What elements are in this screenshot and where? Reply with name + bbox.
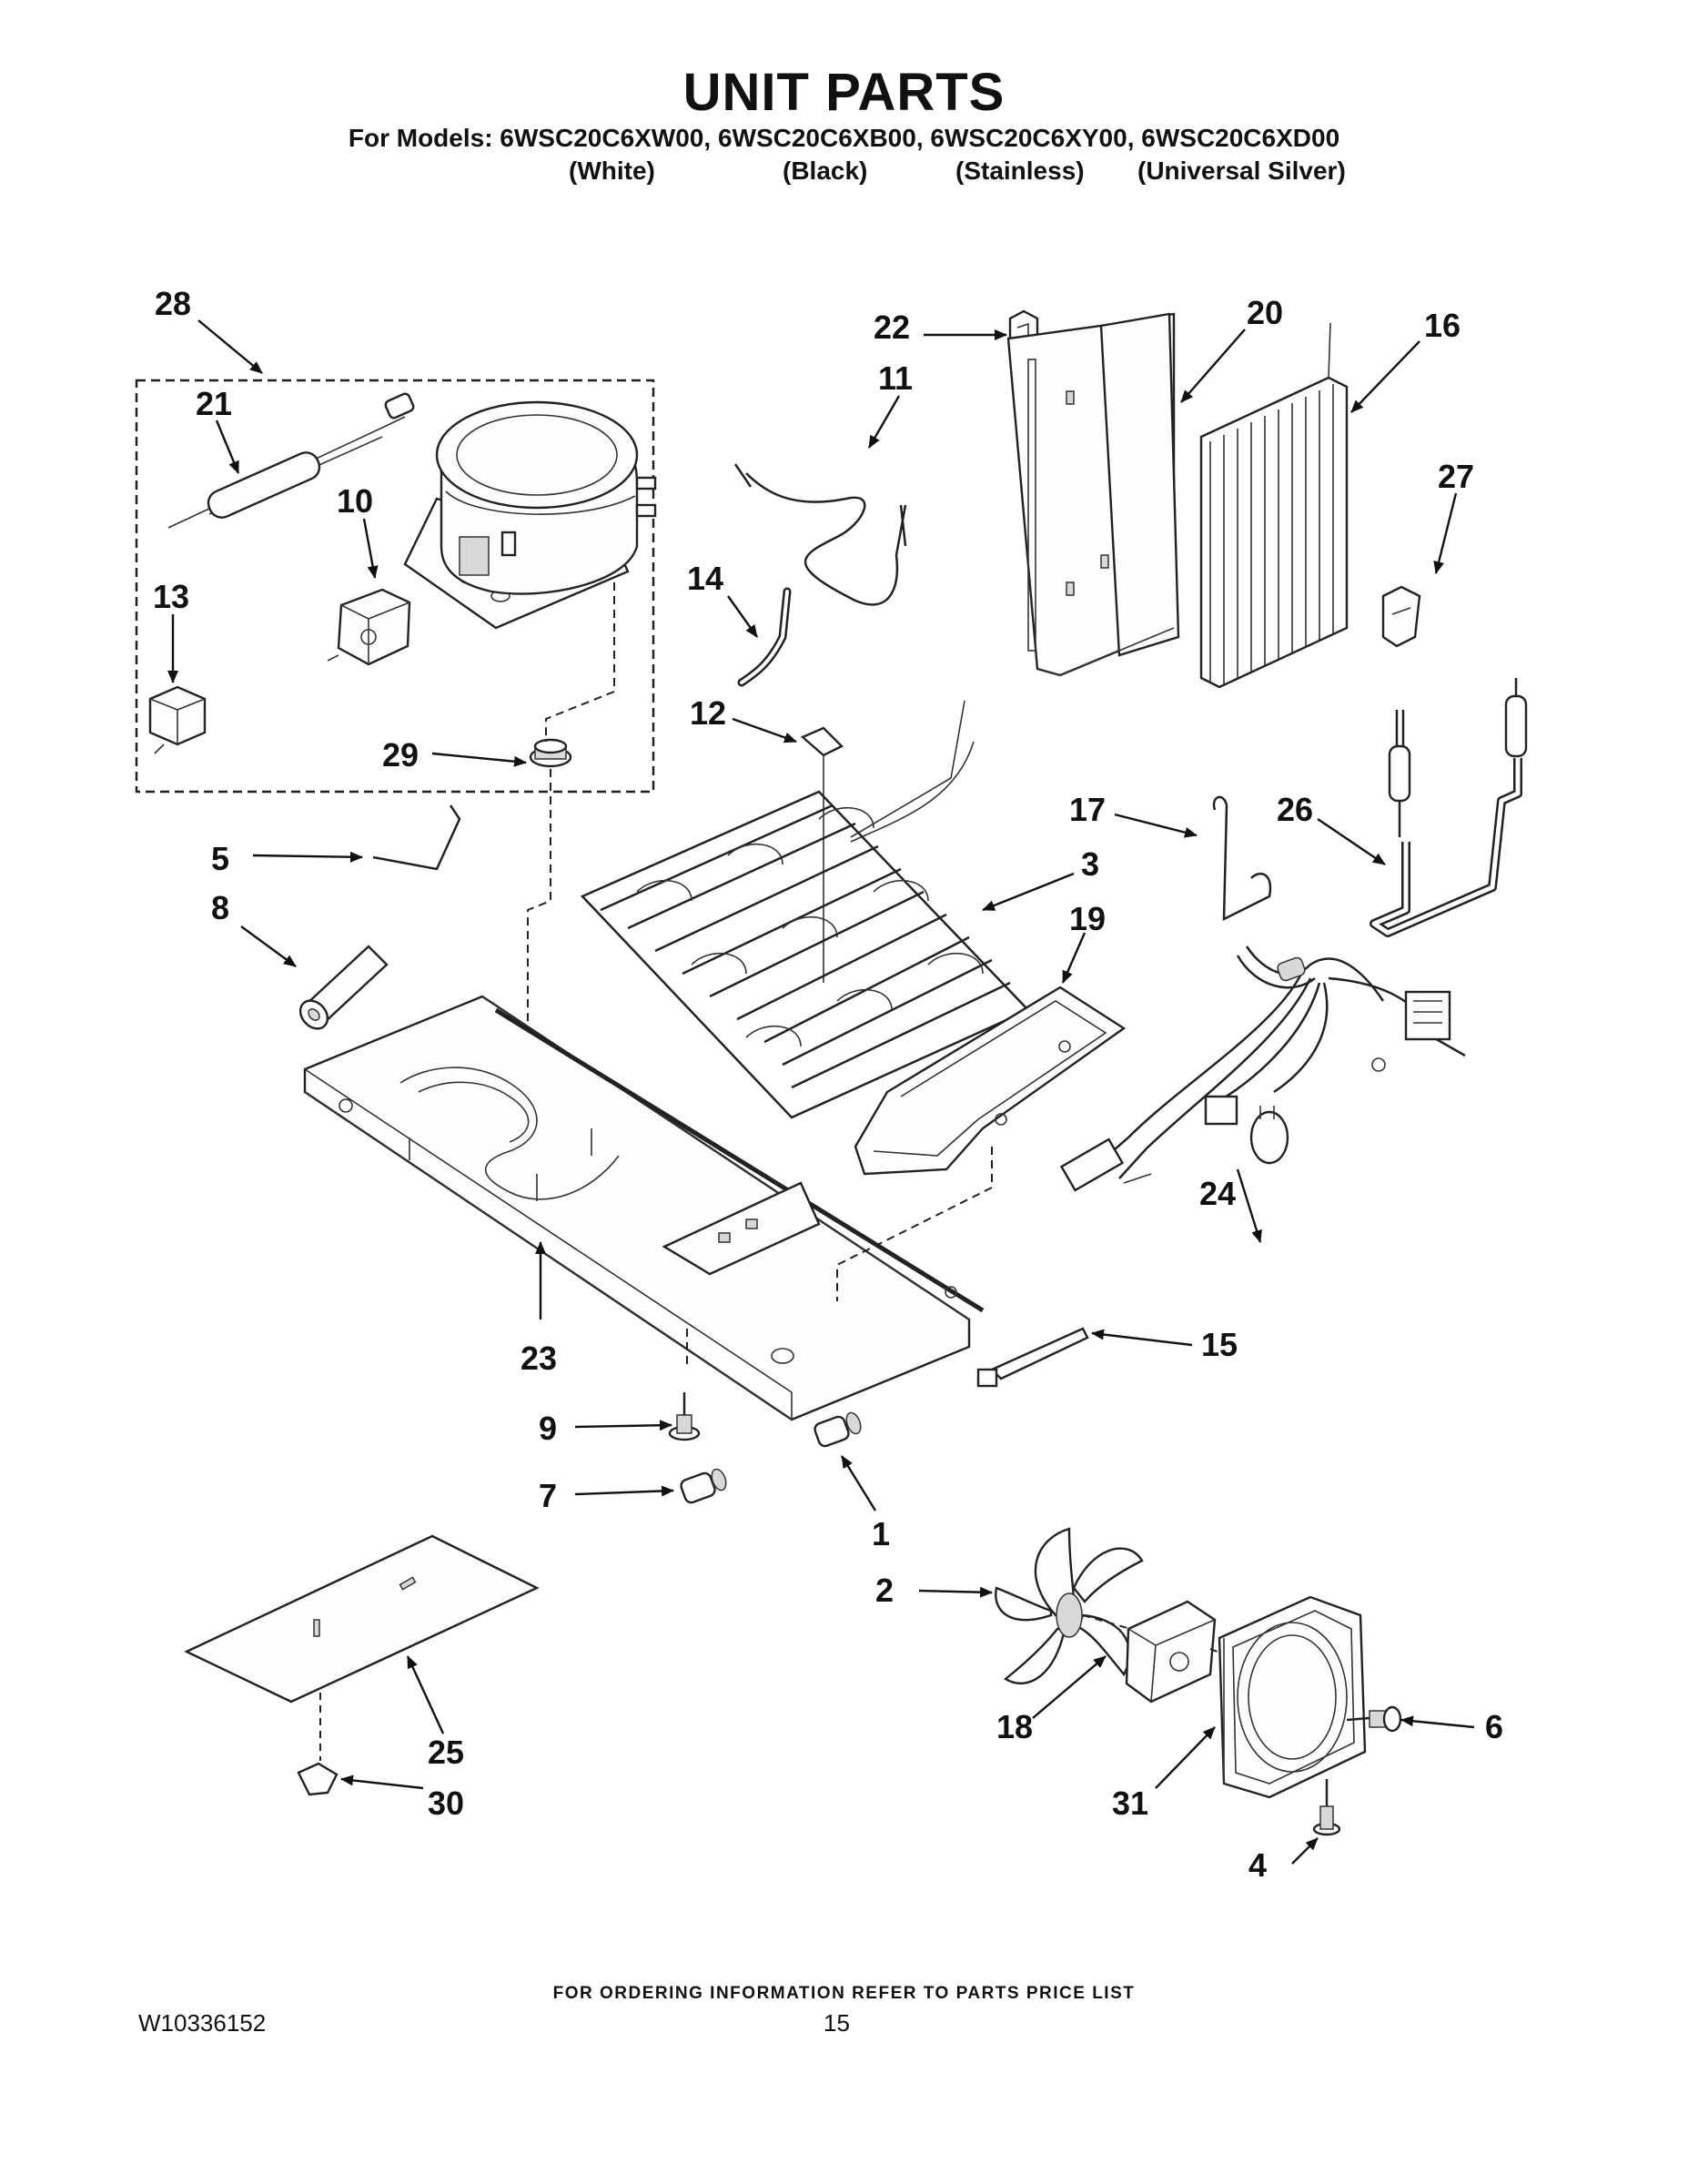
part-5-wire bbox=[372, 804, 461, 871]
page-number: 15 bbox=[824, 2009, 850, 2037]
part-12-heater-clip bbox=[800, 700, 975, 983]
part-19-drain-pan bbox=[854, 986, 1127, 1176]
callout-7: 7 bbox=[539, 1477, 557, 1514]
callout-26: 26 bbox=[1277, 791, 1313, 828]
part-25-pad bbox=[184, 1534, 540, 1761]
callout-14: 14 bbox=[687, 560, 723, 597]
part-11-tube bbox=[733, 463, 907, 606]
callout-10: 10 bbox=[337, 482, 373, 520]
callout-20: 20 bbox=[1247, 294, 1283, 331]
callout-13: 13 bbox=[153, 578, 189, 615]
part-21-drier bbox=[167, 392, 415, 529]
callout-12: 12 bbox=[690, 694, 726, 732]
part-17-clip bbox=[1212, 795, 1272, 922]
callout-8: 8 bbox=[211, 889, 229, 926]
part-10-relay bbox=[327, 588, 411, 666]
callout-3: 3 bbox=[1081, 845, 1099, 883]
part-2-fan-blade bbox=[995, 1527, 1147, 1684]
model-variants: (White) (Black) (Stainless) (Universal S… bbox=[569, 157, 1360, 189]
part-31-fan-shroud bbox=[1218, 1595, 1367, 1799]
callout-16: 16 bbox=[1424, 307, 1461, 344]
part-26-drier-tubing bbox=[1370, 678, 1528, 937]
variant-stainless: (Stainless) bbox=[955, 157, 1085, 185]
callout-6: 6 bbox=[1485, 1708, 1503, 1745]
callout-11: 11 bbox=[878, 359, 913, 397]
callout-15: 15 bbox=[1201, 1326, 1238, 1363]
callout-19: 19 bbox=[1069, 900, 1106, 937]
part-6-screw bbox=[1346, 1705, 1402, 1733]
callout-22: 22 bbox=[874, 308, 910, 346]
part-30-clip bbox=[297, 1762, 339, 1796]
part-14-tube bbox=[737, 587, 792, 687]
part-29-grommet bbox=[529, 738, 572, 768]
callout-29: 29 bbox=[382, 736, 419, 774]
callout-31: 31 bbox=[1112, 1785, 1148, 1822]
leader-arrows bbox=[167, 319, 1475, 1865]
callout-labels: 28 21 10 13 29 22 11 20 16 27 14 12 17 2… bbox=[153, 285, 1503, 1884]
callout-28: 28 bbox=[155, 285, 191, 322]
callout-9: 9 bbox=[539, 1410, 557, 1447]
compressor-group-box bbox=[135, 379, 655, 794]
part-7-grommet bbox=[680, 1468, 727, 1504]
callout-5: 5 bbox=[211, 840, 229, 877]
callout-30: 30 bbox=[428, 1785, 464, 1822]
part-20-evaporator-cover bbox=[1006, 312, 1180, 677]
callout-2: 2 bbox=[875, 1572, 894, 1609]
callout-1: 1 bbox=[872, 1515, 890, 1552]
variant-universal-silver: (Universal Silver) bbox=[1137, 157, 1346, 185]
callout-21: 21 bbox=[196, 385, 232, 422]
document-number: W10336152 bbox=[138, 2009, 267, 2037]
part-9-screw bbox=[668, 1392, 701, 1441]
variant-white: (White) bbox=[569, 157, 655, 185]
part-23-base-pan bbox=[303, 995, 985, 1421]
callout-24: 24 bbox=[1199, 1175, 1236, 1212]
part-15-cable-tie bbox=[976, 1327, 1089, 1388]
page-title: UNIT PARTS bbox=[682, 63, 1006, 122]
callout-17: 17 bbox=[1069, 791, 1106, 828]
part-1-grommet bbox=[814, 1411, 862, 1448]
callout-23: 23 bbox=[521, 1340, 557, 1377]
part-24-wiring-harness bbox=[1059, 945, 1466, 1192]
variant-black: (Black) bbox=[783, 157, 868, 185]
part-4-screw bbox=[1312, 1779, 1341, 1836]
callout-27: 27 bbox=[1438, 458, 1474, 495]
compressor bbox=[403, 400, 657, 630]
part-8-foam bbox=[298, 945, 389, 1030]
part-13-start-device bbox=[148, 685, 207, 754]
part-27-clip bbox=[1381, 585, 1421, 648]
part-16-evaporator bbox=[1199, 322, 1349, 689]
callout-18: 18 bbox=[996, 1708, 1033, 1745]
ordering-note: FOR ORDERING INFORMATION REFER TO PARTS … bbox=[552, 1984, 1136, 2003]
callout-4: 4 bbox=[1248, 1846, 1267, 1884]
part-18-fan-motor bbox=[1125, 1600, 1275, 1704]
models-line: For Models: 6WSC20C6XW00, 6WSC20C6XB00, … bbox=[348, 124, 1340, 152]
callout-25: 25 bbox=[428, 1734, 464, 1771]
